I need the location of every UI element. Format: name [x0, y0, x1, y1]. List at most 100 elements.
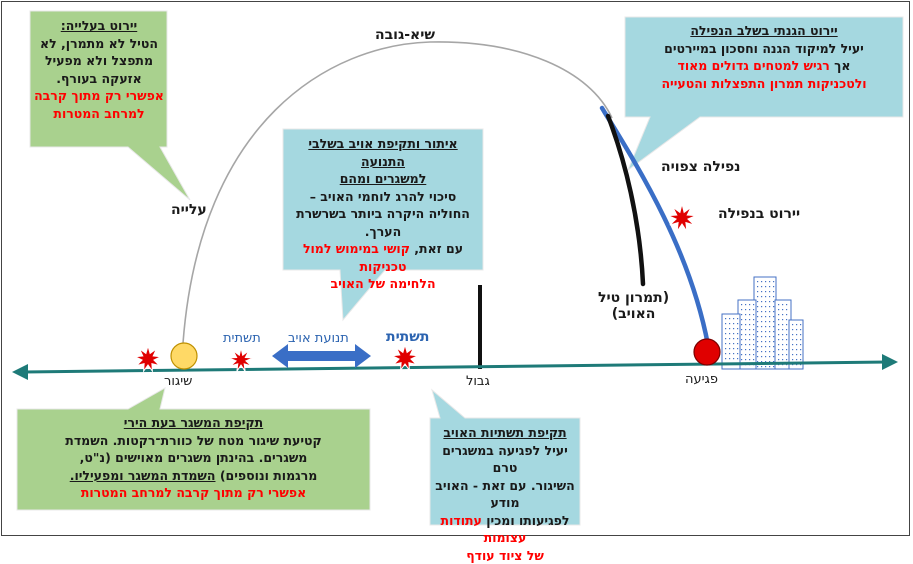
building-window — [725, 328, 726, 329]
building-window — [769, 306, 770, 307]
building-window — [761, 321, 762, 322]
building-window — [800, 349, 801, 350]
building-window — [782, 359, 783, 360]
callout-title: יירוט בעלייה: — [32, 17, 166, 35]
callout-line: החוליה היקרה ביותר בשרשרת הערך. — [285, 205, 481, 240]
explosion-burst-launch — [135, 346, 161, 371]
building-window — [733, 333, 734, 334]
building-window — [749, 339, 750, 340]
callout-red-line: הלחימה של האויב — [285, 275, 481, 293]
building-window — [773, 311, 774, 312]
building-window — [773, 336, 774, 337]
building-window — [782, 329, 783, 330]
building-window — [773, 291, 774, 292]
building-window — [749, 314, 750, 315]
building-window — [782, 314, 783, 315]
building-window — [765, 341, 766, 342]
callout-red-inline: רגיש למטחים גדולים מאוד — [677, 58, 829, 73]
building-window — [733, 343, 734, 344]
building-window — [796, 329, 797, 330]
building-window — [778, 304, 779, 305]
building-window — [773, 296, 774, 297]
building-window — [800, 329, 801, 330]
building-window — [765, 281, 766, 282]
explosion-shape — [135, 346, 161, 371]
building-window — [796, 324, 797, 325]
building-window — [773, 286, 774, 287]
building-window — [796, 354, 797, 355]
building-window — [769, 281, 770, 282]
building-window — [741, 344, 742, 345]
impact-point — [694, 339, 720, 365]
building-window — [753, 339, 754, 340]
building-window — [733, 328, 734, 329]
callout-mixed-line: מרגמות ונוספים) השמדת המשגר ומפעיליו. — [19, 467, 368, 485]
building-window — [769, 291, 770, 292]
expected-fall-label: נפילה צפויה — [661, 159, 741, 175]
building-window — [725, 348, 726, 349]
callout-red-line: ולטכניקות תמרון התפצלות והטעייה — [628, 75, 900, 93]
building-window — [778, 309, 779, 310]
infra-left-label: תשתית — [223, 331, 261, 346]
building-window — [786, 314, 787, 315]
building-window — [778, 314, 779, 315]
building-window — [792, 329, 793, 330]
building-window — [769, 366, 770, 367]
building-window — [757, 281, 758, 282]
building-window — [741, 354, 742, 355]
building-window — [749, 304, 750, 305]
building-window — [761, 346, 762, 347]
building-window — [800, 334, 801, 335]
building-window — [778, 339, 779, 340]
building-window — [741, 309, 742, 310]
building-window — [769, 296, 770, 297]
callout-red-line: אפשרי רק מתוך קרבה — [32, 87, 166, 105]
building-window — [737, 333, 738, 334]
building-window — [749, 319, 750, 320]
building-window — [761, 286, 762, 287]
building-window — [741, 349, 742, 350]
building-window — [737, 323, 738, 324]
building-window — [782, 324, 783, 325]
building-window — [737, 343, 738, 344]
border-label: גבול — [466, 374, 490, 389]
building-window — [786, 354, 787, 355]
explosion-burst-infra-left — [229, 348, 253, 371]
building-window — [792, 344, 793, 345]
building-window — [782, 319, 783, 320]
building-window — [769, 331, 770, 332]
building-window — [761, 331, 762, 332]
building-window — [757, 291, 758, 292]
building-window — [765, 346, 766, 347]
building-window — [757, 351, 758, 352]
building-window — [778, 349, 779, 350]
building-window — [753, 329, 754, 330]
building-window — [778, 334, 779, 335]
explosion-shape — [668, 204, 696, 231]
building-window — [737, 348, 738, 349]
building-window — [765, 291, 766, 292]
building-window — [761, 281, 762, 282]
building-window — [800, 354, 801, 355]
building-window — [769, 341, 770, 342]
building-window — [745, 324, 746, 325]
building-window — [749, 329, 750, 330]
missile-maneuver-label: (תמרון טיל האויב) — [598, 290, 669, 322]
building-window — [800, 339, 801, 340]
building-window — [773, 356, 774, 357]
building-window — [761, 311, 762, 312]
callout-title-line2: למשגרים ומהם — [285, 170, 481, 188]
building-window — [765, 296, 766, 297]
building-window — [778, 344, 779, 345]
building-window — [725, 333, 726, 334]
building-window — [769, 321, 770, 322]
building-window — [729, 328, 730, 329]
launch-point — [171, 343, 197, 369]
building-window — [796, 344, 797, 345]
callout-red-line: למרחב המטרות — [32, 105, 166, 123]
building-window — [741, 339, 742, 340]
building-window — [745, 354, 746, 355]
building-window — [765, 326, 766, 327]
callout-line: יעיל למיקוד הגנה וחסכון במיירטים — [628, 40, 900, 58]
building-window — [773, 346, 774, 347]
